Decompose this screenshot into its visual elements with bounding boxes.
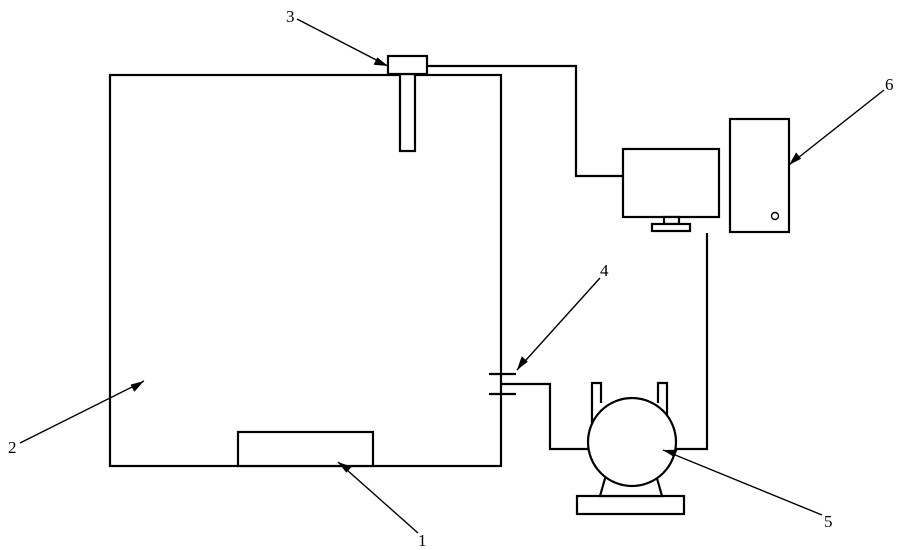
pump-base-plate	[575, 494, 686, 516]
tower-case	[728, 117, 791, 234]
sensor	[386, 54, 429, 153]
bottom-component	[236, 430, 375, 468]
monitor	[621, 147, 721, 233]
power-button-icon	[770, 211, 780, 221]
sensor-cable	[427, 64, 623, 178]
label-3: 3	[286, 7, 295, 26]
pump-bracket-left	[590, 381, 603, 443]
pump-pipe	[501, 382, 588, 451]
monitor-screen	[621, 147, 721, 219]
pump	[575, 381, 686, 516]
pump-cable	[676, 233, 709, 451]
sensor-head	[386, 54, 429, 76]
pump-body	[586, 396, 678, 488]
label-2: 2	[8, 438, 17, 457]
label-5: 5	[824, 512, 833, 531]
sensor-probe	[398, 72, 417, 153]
pump-bracket-right	[656, 381, 669, 443]
leader-lines	[19, 18, 885, 534]
monitor-base	[650, 222, 692, 233]
chamber	[108, 73, 503, 468]
valve-port	[489, 372, 516, 396]
label-1: 1	[418, 531, 427, 550]
computer-tower	[728, 117, 791, 234]
label-4: 4	[600, 261, 609, 280]
label-6: 6	[885, 75, 894, 94]
